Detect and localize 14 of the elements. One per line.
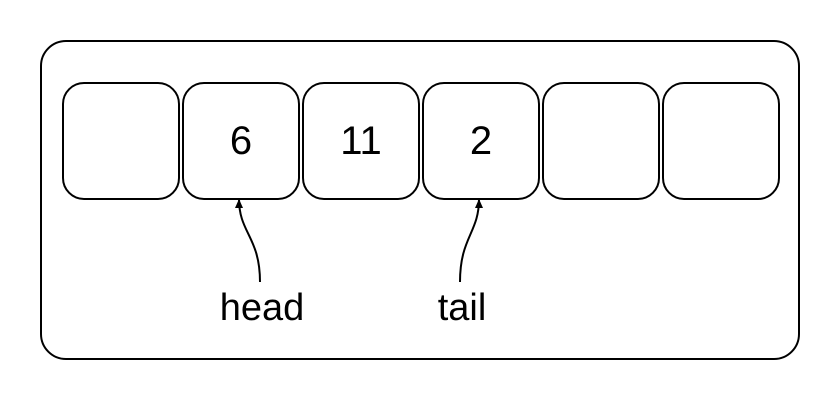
cell-value: 11 bbox=[340, 119, 382, 163]
label-text: head bbox=[217, 286, 307, 330]
arrow bbox=[459, 198, 483, 282]
array-cell bbox=[662, 82, 780, 200]
label-text: tail bbox=[432, 286, 492, 330]
array-cell bbox=[422, 82, 540, 200]
array-cell bbox=[542, 82, 660, 200]
arrow bbox=[235, 198, 261, 282]
cell-value: 2 bbox=[470, 119, 492, 163]
array-cell bbox=[182, 82, 300, 200]
array-cell bbox=[62, 82, 180, 200]
array-cell bbox=[302, 82, 420, 200]
cell-value: 6 bbox=[230, 119, 252, 163]
container-box bbox=[40, 40, 800, 360]
